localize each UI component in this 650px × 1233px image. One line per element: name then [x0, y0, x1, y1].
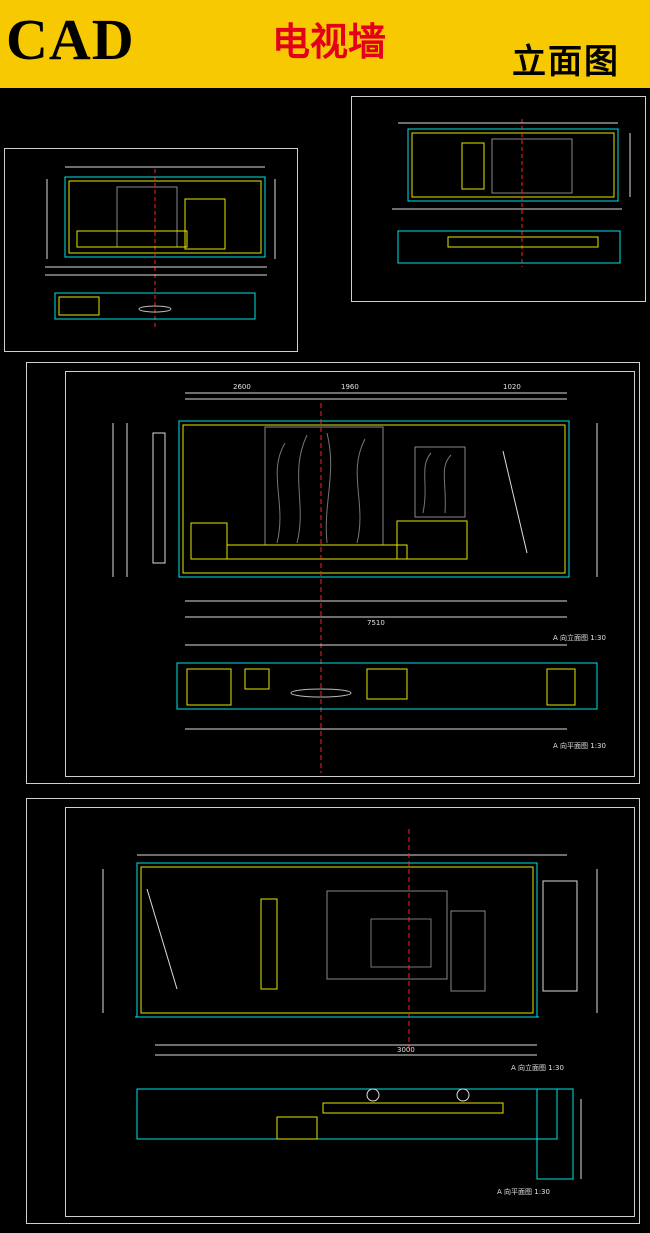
sheet-3-inner-frame	[65, 371, 635, 777]
sheet-4-inner-frame	[65, 807, 635, 1217]
sheet-4-plan-label: A 向平面图 1:30	[497, 1188, 550, 1196]
dim-2600: 2600	[233, 383, 251, 391]
sheet-3-elevation-label: A 向立面图 1:30	[553, 634, 606, 642]
drawing-sheet-4: 3000 A 向立面图 1:30 A 向平面图 1:30	[26, 798, 640, 1224]
sheet-1-lines	[45, 166, 276, 329]
brand-cad: CAD	[6, 7, 135, 72]
page-subtitle: 立面图	[512, 42, 620, 82]
drawing-sheet-3: 2600 1960 1020 7510 A 向立面图 1:30 A 向平面图 1…	[26, 362, 640, 784]
drawing-sheet-1	[4, 148, 298, 352]
dim-3000: 3000	[397, 1046, 415, 1054]
sheet-3-lines	[112, 392, 598, 773]
dim-1020: 1020	[503, 383, 521, 391]
page-title: 电视墙	[272, 20, 387, 64]
sheet-3-plan-label: A 向平面图 1:30	[553, 742, 606, 750]
sheet-4-lines	[102, 829, 598, 1180]
dim-7510: 7510	[367, 619, 385, 627]
sheet-4-elevation-label: A 向立面图 1:30	[511, 1064, 564, 1072]
dim-1960: 1960	[341, 383, 359, 391]
header-banner: CAD 电视墙 立面图	[0, 0, 650, 88]
drawing-sheet-2	[351, 96, 646, 302]
sheet-2-lines	[392, 119, 631, 267]
